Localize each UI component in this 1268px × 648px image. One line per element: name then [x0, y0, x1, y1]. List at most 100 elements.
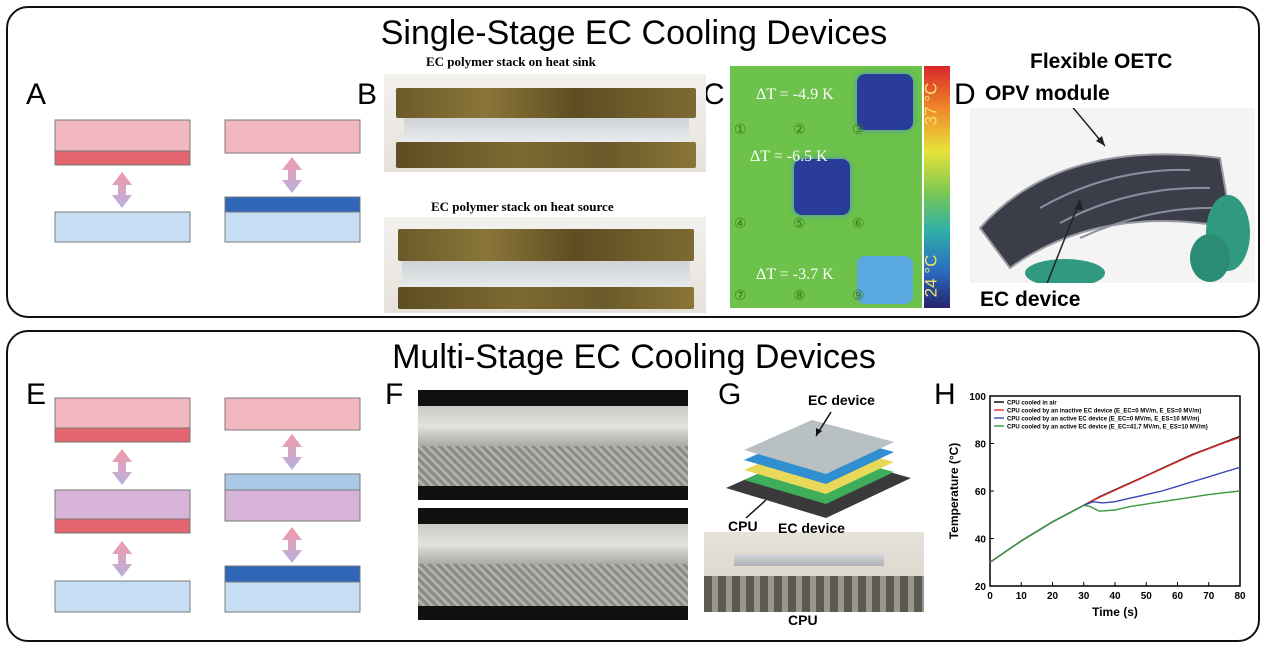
label-g: G: [718, 378, 742, 411]
b-top-caption: EC polymer stack on heat sink: [426, 54, 596, 69]
e-right-hot-plate: [224, 397, 361, 431]
y-tick-label: 80: [975, 440, 987, 451]
g-ec-label-bottom: EC device: [778, 520, 845, 536]
single-stage-title: Single-Stage EC Cooling Devices: [380, 14, 888, 52]
c-cell-1: ①: [734, 123, 747, 138]
b-bottom-layer-2: [398, 287, 694, 309]
b-bottom-layer: [396, 142, 696, 168]
c-scale-min: 24 °C: [921, 254, 941, 298]
series-line-2: [989, 436, 1241, 563]
f-top-film: [418, 406, 688, 446]
c-delta-3: ΔT = -3.7 K: [756, 266, 834, 283]
e-left-hot-plate: [54, 397, 191, 431]
d-device-photo: [970, 108, 1255, 283]
series-line-4: [989, 490, 1241, 563]
c-cell-3: ③: [852, 123, 865, 138]
b-photo-heat-sink: [384, 74, 706, 172]
g-cpu-label-top: CPU: [728, 518, 758, 534]
y-tick-label: 20: [975, 582, 987, 593]
e-right-arrow-1: [282, 434, 302, 470]
c-pad-5: [794, 159, 850, 215]
g-cpu-schematic: [726, 411, 911, 519]
left-cool-plate: [54, 211, 191, 243]
right-double-arrow: [282, 157, 302, 193]
d-glove-finger-2: [1190, 234, 1230, 282]
d-title: Flexible OETC: [1030, 50, 1173, 73]
b-bottom-caption: EC polymer stack on heat source: [431, 199, 614, 214]
x-tick-label: 30: [1078, 591, 1090, 602]
c-delta-1: ΔT = -4.9 K: [756, 86, 834, 103]
b-gap: [404, 118, 689, 142]
schematic-a: [54, 119, 361, 243]
series-line-3: [989, 466, 1241, 563]
y-axis-label: Temperature (°C): [947, 443, 961, 540]
e-right-cool-plate: [224, 581, 361, 613]
e-right-ec-layer-1: [224, 473, 361, 491]
label-e: E: [26, 378, 47, 411]
left-double-arrow: [112, 172, 132, 208]
label-d: D: [954, 78, 976, 111]
label-a: A: [26, 78, 47, 111]
x-tick-label: 60: [1172, 591, 1184, 602]
c-delta-2: ΔT = -6.5 K: [750, 148, 828, 165]
e-left-ec-layer-2: [54, 518, 191, 534]
multi-stage-title: Multi-Stage EC Cooling Devices: [392, 338, 876, 376]
label-c: C: [703, 78, 725, 111]
x-axis-label: Time (s): [1092, 605, 1138, 619]
g-arrow-cpu: [745, 499, 767, 519]
series-line-1: [989, 435, 1241, 563]
c-cell-8: ⑧: [793, 289, 806, 304]
schematic-e: [54, 397, 361, 613]
f-photo-bottom: [418, 508, 688, 620]
c-cell-6: ⑥: [852, 217, 865, 232]
c-pad-3: [857, 74, 913, 130]
g-photo: [704, 532, 924, 612]
legend-label-3: CPU cooled by an active EC device (E_EC=…: [1007, 417, 1199, 423]
y-tick-label: 60: [975, 487, 987, 498]
x-tick-label: 20: [1047, 591, 1059, 602]
label-f: F: [385, 378, 404, 411]
x-tick-label: 50: [1141, 591, 1153, 602]
d-arrow-opv: [1072, 108, 1106, 147]
b-top-layer-2: [398, 229, 694, 261]
b-top-layer: [396, 88, 696, 118]
c-thermal-image: ΔT = -4.9 K ΔT = -6.5 K ΔT = -3.7 K ① ② …: [730, 66, 922, 308]
c-cell-7: ⑦: [734, 289, 747, 304]
x-tick-label: 10: [1016, 591, 1028, 602]
right-cool-plate: [224, 211, 361, 243]
b-photo-heat-source: [384, 217, 706, 313]
g-arrowhead-ec: [816, 428, 822, 436]
e-right-ec-layer-2: [224, 565, 361, 583]
legend-label-2: CPU cooled by an inactive EC device (E_E…: [1007, 409, 1201, 415]
label-h: H: [934, 378, 956, 411]
c-color-scale: 37 °C 24 °C: [921, 66, 950, 308]
c-cell-2: ②: [793, 123, 806, 138]
f-photo-top: [418, 390, 688, 500]
e-left-mid-plate: [54, 489, 191, 522]
d-opv-label: OPV module: [985, 82, 1110, 105]
e-left-arrow-2: [112, 541, 132, 577]
d-ec-label: EC device: [980, 288, 1081, 311]
b-gap-2: [402, 261, 690, 287]
d-film-stripe-3: [1079, 206, 1221, 239]
e-left-arrow-1: [112, 449, 132, 485]
right-ec-layer-cold: [224, 196, 361, 213]
y-tick-label: 100: [969, 392, 986, 403]
e-left-cool-plate: [54, 580, 191, 613]
g-ec-top-plate: [744, 420, 894, 474]
e-right-mid-plate: [224, 489, 361, 522]
x-tick-label: 80: [1234, 591, 1246, 602]
left-hot-plate: [54, 119, 191, 154]
c-scale-max: 37 °C: [921, 82, 941, 126]
f-bottom-film: [418, 524, 688, 564]
legend-label-4: CPU cooled by an active EC device (E_EC=…: [1007, 425, 1208, 431]
legend-label-1: CPU cooled in air: [1007, 401, 1057, 407]
d-arrowhead-opv: [1096, 136, 1105, 146]
g-ec-label-top: EC device: [808, 392, 875, 408]
x-tick-label: 70: [1203, 591, 1215, 602]
c-cell-4: ④: [734, 217, 747, 232]
e-right-arrow-2: [282, 527, 302, 563]
x-tick-label: 40: [1109, 591, 1121, 602]
y-tick-label: 40: [975, 535, 987, 546]
